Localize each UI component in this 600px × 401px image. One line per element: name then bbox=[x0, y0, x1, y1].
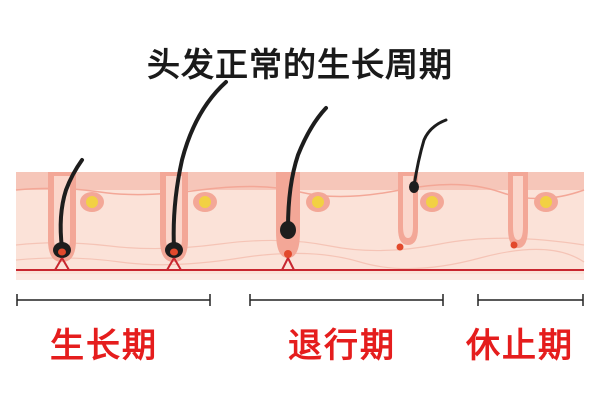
follicle-catagen bbox=[276, 106, 330, 271]
follicle-telogen-2 bbox=[508, 172, 558, 249]
hair-shaft bbox=[58, 158, 84, 250]
bracket-catagen bbox=[249, 294, 444, 306]
hair-shaft bbox=[171, 80, 228, 250]
club-bulb bbox=[280, 221, 296, 239]
phase-label-catagen: 退行期 bbox=[288, 326, 396, 366]
phase-brackets bbox=[16, 294, 584, 306]
bracket-telogen bbox=[477, 294, 584, 306]
phase-label-anagen: 生长期 bbox=[50, 326, 158, 366]
shed-hair bbox=[412, 118, 448, 188]
diagram-title: 头发正常的生长周期 bbox=[147, 45, 453, 84]
follicle-telogen-1 bbox=[396, 118, 448, 251]
follicle-anagen-1 bbox=[48, 158, 104, 271]
phase-label-telogen: 休止期 bbox=[466, 326, 574, 366]
follicle-anagen-2 bbox=[160, 80, 228, 271]
hair-shaft bbox=[286, 106, 328, 230]
bracket-anagen bbox=[16, 294, 211, 306]
